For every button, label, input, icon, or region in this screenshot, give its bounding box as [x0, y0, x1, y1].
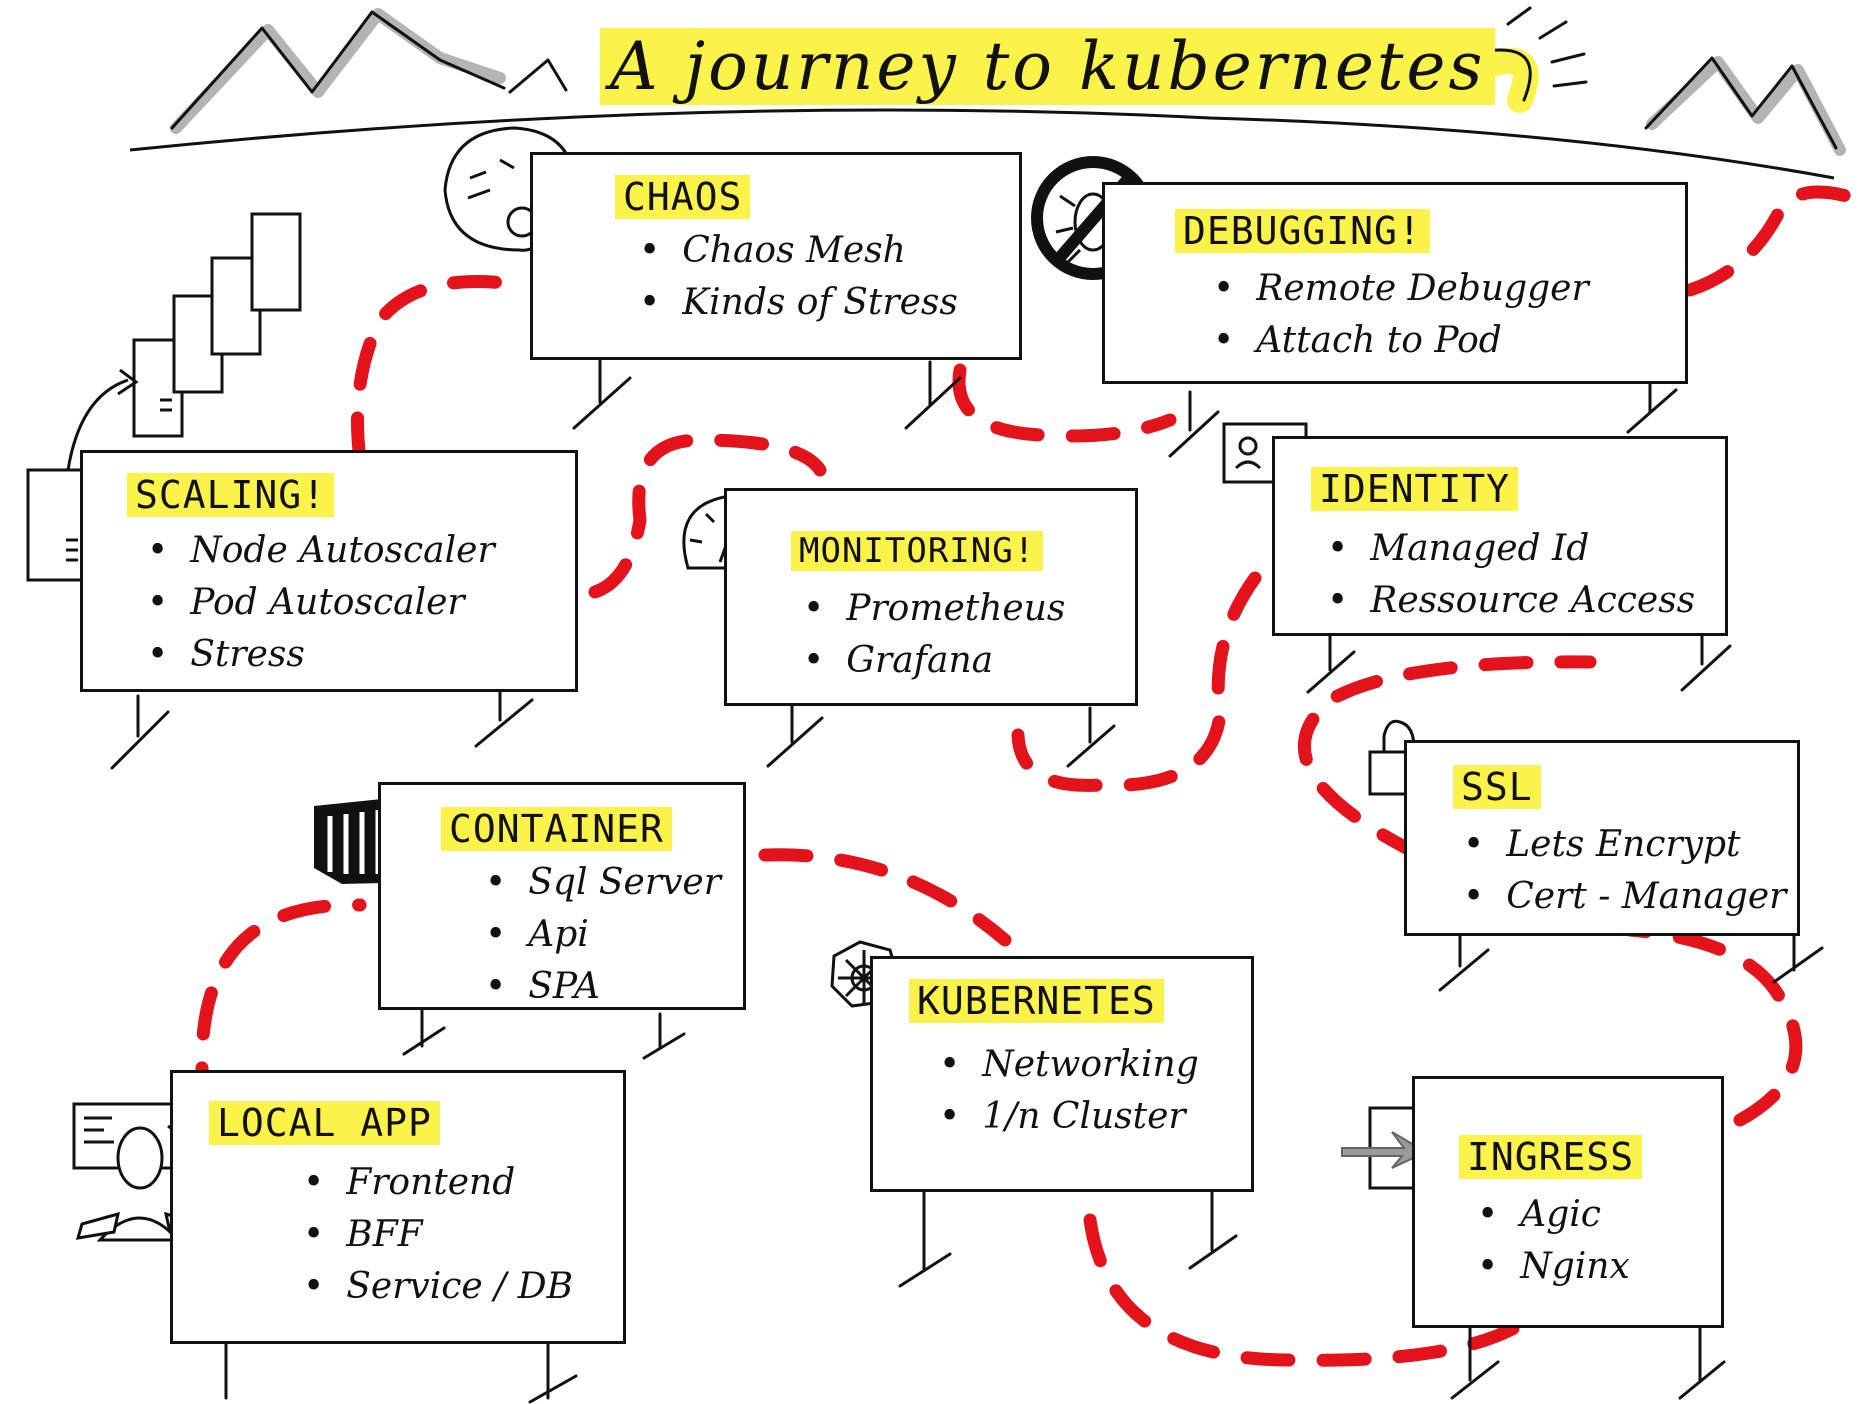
station-ssl: SSL Lets Encrypt Cert - Manager [1404, 740, 1800, 936]
station-identity: IDENTITY Managed Id Ressource Access [1272, 436, 1728, 636]
station-title-scaling: SCALING! [127, 473, 335, 517]
station-debugging: DEBUGGING! Remote Debugger Attach to Pod [1102, 182, 1688, 384]
station-items-container: Sql Server Api SPA [485, 857, 721, 1013]
station-local-app: LOCAL APP Frontend BFF Service / DB [170, 1070, 626, 1344]
list-item: 1/n Cluster [939, 1091, 1199, 1143]
station-items-ingress: Agic Nginx [1477, 1189, 1630, 1293]
list-item: BFF [303, 1209, 573, 1261]
station-items-local-app: Frontend BFF Service / DB [303, 1157, 573, 1313]
list-item: Attach to Pod [1213, 315, 1589, 367]
sun-icon [1467, 6, 1588, 113]
list-item: Frontend [303, 1157, 573, 1209]
list-item: Prometheus [803, 583, 1065, 635]
list-item: Chaos Mesh [639, 225, 958, 277]
station-title-chaos: CHAOS [615, 175, 751, 219]
station-container: CONTAINER Sql Server Api SPA [378, 782, 746, 1010]
station-items-monitoring: Prometheus Grafana [803, 583, 1065, 687]
list-item: Pod Autoscaler [147, 577, 495, 629]
station-title-local-app: LOCAL APP [209, 1101, 440, 1145]
list-item: Lets Encrypt [1463, 819, 1786, 871]
station-items-kubernetes: Networking 1/n Cluster [939, 1039, 1199, 1143]
station-monitoring: MONITORING! Prometheus Grafana [724, 488, 1138, 706]
list-item: Stress [147, 629, 495, 681]
station-items-scaling: Node Autoscaler Pod Autoscaler Stress [147, 525, 495, 681]
list-item: Ressource Access [1327, 575, 1695, 627]
list-item: Grafana [803, 635, 1065, 687]
sign-posts [110, 358, 1824, 1404]
station-chaos: CHAOS Chaos Mesh Kinds of Stress [530, 152, 1022, 360]
list-item: Cert - Manager [1463, 871, 1786, 923]
station-title-ingress: INGRESS [1459, 1135, 1643, 1179]
list-item: Managed Id [1327, 523, 1695, 575]
station-scaling: SCALING! Node Autoscaler Pod Autoscaler … [80, 450, 578, 692]
list-item: Agic [1477, 1189, 1630, 1241]
journey-path [195, 185, 1867, 1367]
station-ingress: INGRESS Agic Nginx [1412, 1076, 1724, 1328]
station-items-debugging: Remote Debugger Attach to Pod [1213, 263, 1589, 367]
list-item: Sql Server [485, 857, 721, 909]
station-title-ssl: SSL [1453, 765, 1541, 809]
horizon-line [129, 108, 1835, 180]
page-title: A journey to kubernetes [600, 28, 1496, 105]
station-title-debugging: DEBUGGING! [1175, 209, 1430, 253]
list-item: Api [485, 909, 721, 961]
station-title-container: CONTAINER [441, 807, 672, 851]
list-item: Kinds of Stress [639, 277, 958, 329]
station-title-kubernetes: KUBERNETES [909, 979, 1164, 1023]
list-item: Service / DB [303, 1261, 573, 1313]
helm-wheel-icon [830, 940, 900, 1008]
list-item: Networking [939, 1039, 1199, 1091]
station-items-chaos: Chaos Mesh Kinds of Stress [639, 225, 958, 329]
list-item: Nginx [1477, 1241, 1630, 1293]
list-item: Remote Debugger [1213, 263, 1588, 315]
mountains-icon [170, 8, 1846, 156]
list-item: Node Autoscaler [147, 525, 494, 577]
list-item: SPA [485, 961, 721, 1013]
station-title-monitoring: MONITORING! [791, 531, 1044, 571]
station-items-ssl: Lets Encrypt Cert - Manager [1463, 819, 1786, 923]
station-kubernetes: KUBERNETES Networking 1/n Cluster [870, 956, 1254, 1192]
station-title-identity: IDENTITY [1311, 467, 1519, 511]
station-items-identity: Managed Id Ressource Access [1327, 523, 1695, 627]
servers-icon [26, 212, 302, 582]
